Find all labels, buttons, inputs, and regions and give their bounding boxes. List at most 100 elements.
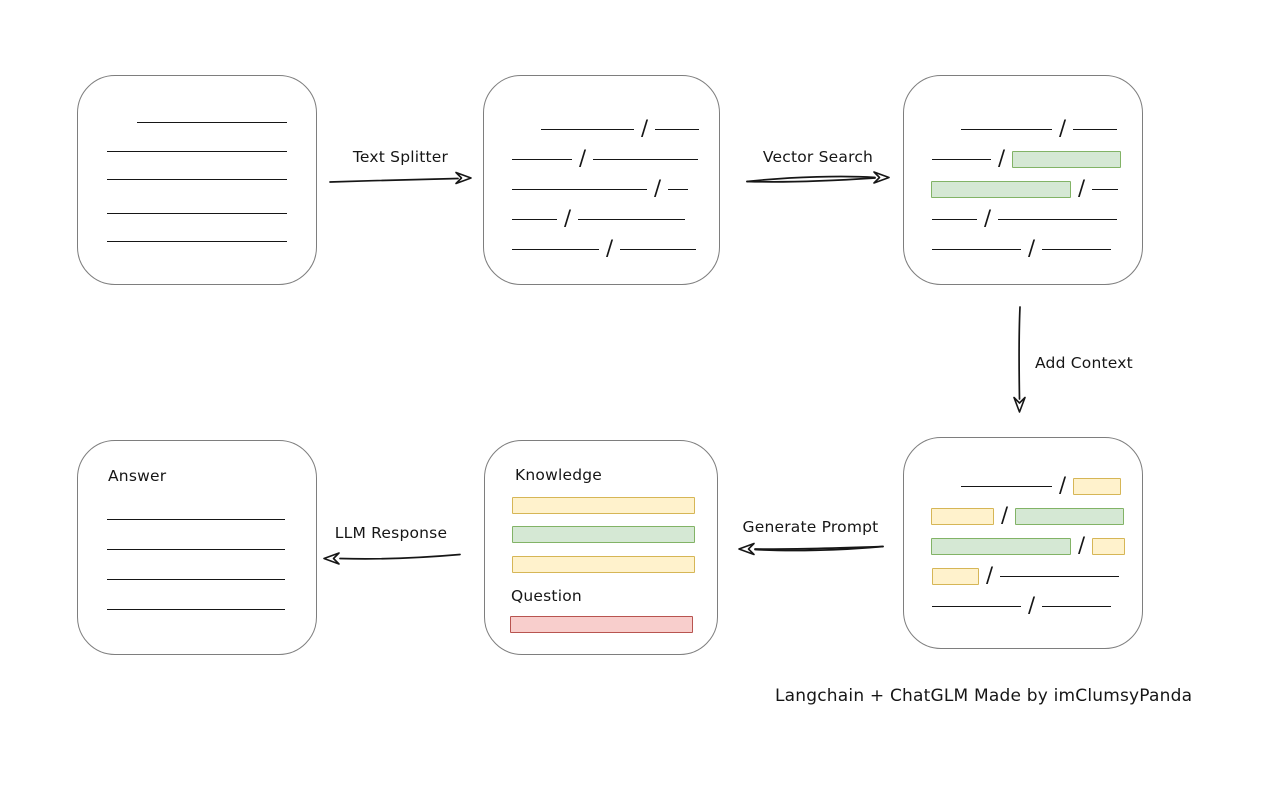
arrow-shaft	[754, 545, 884, 550]
yellow-chunk	[1092, 537, 1126, 555]
text-line	[932, 605, 1021, 607]
generate-prompt-arrow	[738, 542, 884, 556]
text-line	[107, 579, 285, 580]
vector-matched-chunks-box: / / / / /	[903, 75, 1143, 285]
text-line	[932, 158, 991, 160]
answer-label: Answer	[108, 467, 167, 485]
chunk-row: /	[932, 204, 1118, 234]
chunk-row: /	[512, 144, 699, 174]
arrow-head	[1013, 396, 1026, 413]
text-splitter-label: Text Splitter	[352, 148, 449, 166]
chunk-row: /	[931, 501, 1125, 531]
text-line	[932, 218, 977, 220]
text-line	[1042, 248, 1112, 250]
text-line	[512, 158, 572, 160]
chunk-row: /	[541, 114, 700, 144]
slash-separator: /	[1028, 592, 1036, 617]
slash-separator: /	[1028, 235, 1036, 260]
split-chunks-box: /////	[483, 75, 720, 285]
chunk-row: /	[512, 174, 689, 204]
green-bar	[512, 526, 695, 543]
text-line	[107, 519, 285, 520]
chunk-row: /	[931, 531, 1126, 561]
slash-separator: /	[1078, 175, 1086, 200]
arrow-head	[455, 171, 472, 185]
text-line	[961, 128, 1052, 130]
text-line	[932, 248, 1021, 250]
vector-search-label: Vector Search	[762, 148, 874, 166]
context-chunks-box: / / / / /	[903, 437, 1143, 649]
yellow-bar	[512, 556, 695, 573]
text-line	[512, 188, 647, 190]
slash-separator: /	[1059, 115, 1067, 140]
add-context-arrow	[1013, 306, 1026, 413]
text-splitter-arrow	[329, 171, 472, 185]
text-line	[668, 188, 689, 190]
chunk-row: /	[512, 204, 686, 234]
answer-box: Answer	[77, 440, 317, 655]
text-line	[998, 218, 1118, 220]
slash-separator: /	[998, 145, 1006, 170]
text-line	[655, 128, 700, 130]
text-line	[593, 158, 699, 160]
chunk-row: /	[932, 591, 1112, 621]
text-line	[1073, 128, 1118, 130]
slash-separator: /	[1078, 532, 1086, 557]
green-chunk	[931, 180, 1071, 198]
slash-separator: /	[606, 235, 614, 260]
text-line	[1042, 605, 1112, 607]
arrow-head	[873, 171, 890, 184]
slash-separator: /	[579, 145, 587, 170]
text-line	[620, 248, 697, 250]
text-line	[512, 218, 557, 220]
chunk-row: /	[961, 471, 1122, 501]
knowledge-label: Knowledge	[515, 466, 603, 484]
arrow-shaft	[329, 177, 459, 183]
green-chunk	[1015, 507, 1125, 525]
text-line	[1092, 188, 1119, 190]
chunk-row: /	[932, 561, 1120, 591]
text-line	[107, 241, 287, 242]
yellow-chunk	[1073, 477, 1122, 495]
prompt-box: Knowledge Question	[484, 440, 718, 655]
question-label: Question	[511, 587, 582, 605]
arrow-shaft	[746, 177, 876, 183]
arrow-shaft	[746, 175, 876, 183]
text-line	[107, 179, 287, 180]
arrow-head	[323, 552, 340, 565]
chunk-row: /	[931, 174, 1119, 204]
green-chunk	[931, 537, 1071, 555]
text-line	[1000, 575, 1120, 577]
slash-separator: /	[1059, 472, 1067, 497]
llm-response-label: LLM Response	[334, 524, 448, 542]
text-line	[107, 213, 287, 214]
text-line	[512, 248, 599, 250]
caption: Langchain + ChatGLM Made by imClumsyPand…	[775, 686, 1193, 706]
llm-response-arrow	[323, 552, 461, 565]
slash-separator: /	[1001, 502, 1009, 527]
red-bar	[510, 616, 693, 633]
slash-separator: /	[654, 175, 662, 200]
slash-separator: /	[986, 562, 994, 587]
text-line	[107, 609, 285, 610]
generate-prompt-label: Generate Prompt	[742, 518, 879, 536]
slash-separator: /	[564, 205, 572, 230]
arrow-shaft	[339, 553, 461, 560]
add-context-label: Add Context	[1035, 354, 1133, 372]
text-line	[107, 549, 285, 550]
source-document-box	[77, 75, 317, 285]
text-line	[578, 218, 686, 220]
slash-separator: /	[984, 205, 992, 230]
arrow-shaft	[1018, 306, 1021, 400]
green-chunk	[1012, 150, 1122, 168]
text-line	[107, 151, 287, 152]
arrow-head	[738, 542, 755, 556]
chunk-row: /	[961, 114, 1118, 144]
chunk-row: /	[932, 144, 1122, 174]
yellow-chunk	[932, 567, 979, 585]
text-line	[137, 122, 287, 123]
chunk-row: /	[512, 234, 697, 264]
text-line	[541, 128, 634, 130]
chunk-row: /	[932, 234, 1112, 264]
